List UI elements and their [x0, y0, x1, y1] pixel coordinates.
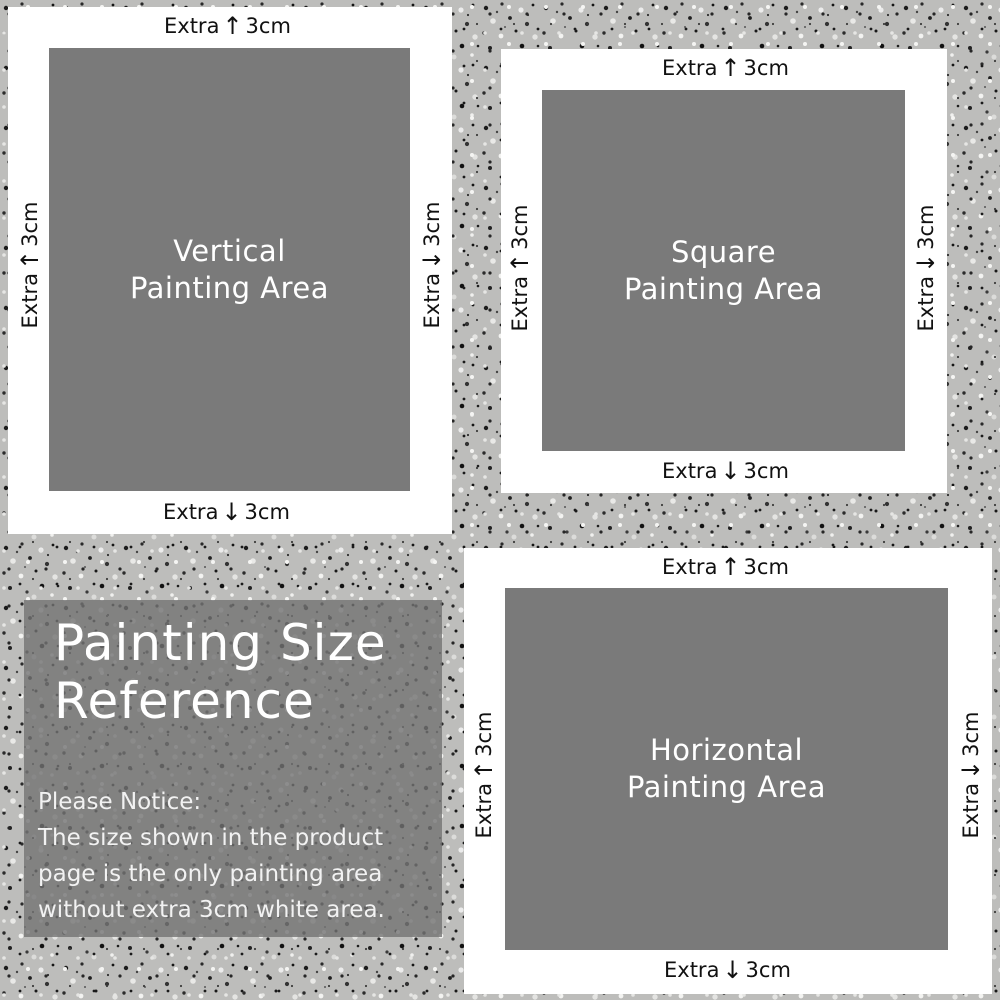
square-bottom-margin-label: Extra ↓ 3cm	[662, 459, 789, 483]
info-notice: Please Notice: The size shown in the pro…	[38, 784, 438, 928]
info-title-line2: Reference	[54, 672, 315, 730]
arrow-down-icon: ↓	[221, 498, 242, 526]
size-text: 3cm	[959, 711, 983, 757]
extra-text: Extra	[664, 958, 720, 982]
vertical-top-margin-label: Extra ↑ 3cm	[164, 14, 291, 38]
extra-text: Extra	[18, 273, 42, 329]
horizontal-area-label: Horizontal Painting Area	[627, 732, 826, 806]
arrow-up-icon: ↑	[222, 12, 243, 40]
vertical-painting-area: Vertical Painting Area	[49, 48, 410, 491]
notice-line3: page is the only painting area	[38, 861, 383, 887]
vertical-canvas-card: Vertical Painting Area	[8, 7, 452, 534]
arrow-right-icon: ↓	[957, 759, 985, 781]
extra-text: Extra	[164, 14, 220, 38]
extra-text: Extra	[914, 276, 938, 332]
extra-text: Extra	[472, 783, 496, 839]
extra-text: Extra	[508, 276, 532, 332]
notice-line2: The size shown in the product	[38, 825, 384, 851]
notice-line1: Please Notice:	[38, 789, 202, 815]
square-left-margin-label: Extra ↑ 3cm	[506, 203, 534, 333]
arrow-up-icon: ↑	[720, 553, 741, 581]
extra-text: Extra	[959, 783, 983, 839]
size-text: 3cm	[244, 500, 290, 524]
horizontal-label-line2: Painting Area	[626, 770, 827, 804]
horizontal-left-margin-label: Extra ↑ 3cm	[470, 710, 498, 840]
arrow-left-icon: ↑	[470, 759, 498, 781]
horizontal-label-line1: Horizontal	[649, 733, 804, 767]
arrow-down-icon: ↓	[722, 956, 743, 984]
extra-text: Extra	[420, 273, 444, 329]
size-text: 3cm	[743, 555, 789, 579]
arrow-right-icon: ↓	[418, 249, 446, 271]
vertical-area-label: Vertical Painting Area	[130, 233, 329, 307]
arrow-left-icon: ↑	[16, 249, 44, 271]
extra-text: Extra	[163, 500, 219, 524]
extra-text: Extra	[662, 56, 718, 80]
square-canvas-card: Square Painting Area	[501, 49, 947, 493]
square-area-label: Square Painting Area	[624, 234, 823, 308]
notice-line4: without extra 3cm white area.	[38, 897, 385, 923]
vertical-label-line1: Vertical	[173, 233, 286, 268]
square-right-margin-label: Extra ↓ 3cm	[912, 203, 940, 333]
size-text: 3cm	[743, 56, 789, 80]
vertical-left-margin-label: Extra ↑ 3cm	[16, 200, 44, 330]
arrow-down-icon: ↓	[720, 457, 741, 485]
size-reference-info-box: Painting Size Reference Please Notice: T…	[24, 600, 442, 937]
size-text: 3cm	[18, 201, 42, 247]
horizontal-painting-area: Horizontal Painting Area	[505, 588, 948, 950]
arrow-left-icon: ↑	[506, 252, 534, 274]
square-painting-area: Square Painting Area	[542, 90, 905, 451]
horizontal-right-margin-label: Extra ↓ 3cm	[957, 710, 985, 840]
square-top-margin-label: Extra ↑ 3cm	[662, 56, 789, 80]
extra-text: Extra	[662, 555, 718, 579]
arrow-right-icon: ↓	[912, 252, 940, 274]
size-text: 3cm	[745, 958, 791, 982]
extra-text: Extra	[662, 459, 718, 483]
size-text: 3cm	[508, 204, 532, 250]
vertical-bottom-margin-label: Extra ↓ 3cm	[163, 500, 290, 524]
horizontal-top-margin-label: Extra ↑ 3cm	[662, 555, 789, 579]
size-text: 3cm	[245, 14, 291, 38]
vertical-right-margin-label: Extra ↓ 3cm	[418, 200, 446, 330]
info-title: Painting Size Reference	[54, 614, 434, 730]
horizontal-canvas-card: Horizontal Painting Area	[464, 548, 992, 994]
square-label-line1: Square	[670, 234, 777, 269]
size-text: 3cm	[914, 204, 938, 250]
info-title-line1: Painting Size	[54, 614, 387, 672]
square-label-line2: Painting Area	[623, 271, 824, 306]
horizontal-bottom-margin-label: Extra ↓ 3cm	[664, 958, 791, 982]
size-text: 3cm	[743, 459, 789, 483]
size-text: 3cm	[472, 711, 496, 757]
size-text: 3cm	[420, 201, 444, 247]
arrow-up-icon: ↑	[720, 54, 741, 82]
vertical-label-line2: Painting Area	[129, 270, 330, 305]
